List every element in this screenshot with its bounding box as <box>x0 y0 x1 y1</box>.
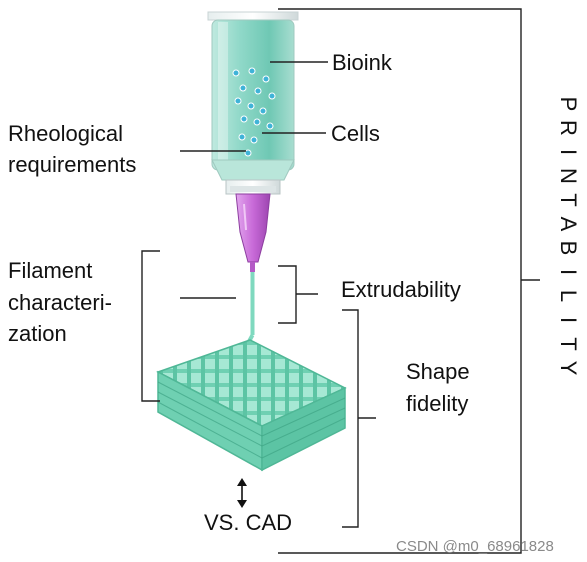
syringe-icon <box>207 11 299 195</box>
cell-dot <box>250 136 258 144</box>
rheological-label-line1: Rheological <box>8 121 123 146</box>
cells-label: Cells <box>331 121 380 146</box>
extrudability-bracket <box>278 265 318 324</box>
double-arrow-icon <box>237 478 247 508</box>
cell-dot <box>254 87 262 95</box>
printability-letter: I <box>556 149 581 155</box>
cells-cluster <box>232 67 276 157</box>
bioink-label: Bioink <box>332 50 393 75</box>
cell-dot <box>238 133 246 141</box>
printability-letter: B <box>556 241 581 256</box>
printability-letter: R <box>556 120 581 136</box>
printability-letter: I <box>556 317 581 323</box>
cell-dot <box>239 84 247 92</box>
printability-letter: Y <box>556 361 581 376</box>
cell-dot <box>234 97 242 105</box>
scaffold-grid-icon <box>156 339 347 472</box>
cell-dot <box>266 122 274 130</box>
filament-bracket <box>141 250 160 402</box>
cell-dot <box>247 102 255 110</box>
printability-letter: A <box>556 217 581 232</box>
shape-fidelity-bracket <box>342 309 376 528</box>
printability-letter: T <box>556 193 581 206</box>
cell-dot <box>253 118 261 126</box>
cell-dot <box>262 75 270 83</box>
printability-letter: P <box>556 97 581 112</box>
watermark: CSDN @m0_68961828 <box>396 538 554 555</box>
shape-fidelity-label-line1: Shape <box>406 359 470 384</box>
cell-dot <box>259 107 267 115</box>
cell-dot <box>248 67 256 75</box>
shape-fidelity-label-line2: fidelity <box>406 391 468 416</box>
filament-label-line2: characteri- <box>8 290 112 315</box>
cell-dot <box>232 69 240 77</box>
rheological-label-line2: requirements <box>8 152 136 177</box>
vs-cad-label: VS. CAD <box>204 510 292 535</box>
printability-letter: N <box>556 168 581 184</box>
cell-dot <box>244 149 252 157</box>
printability-letter: I <box>556 269 581 275</box>
filament-label-line1: Filament <box>8 258 92 283</box>
cell-dot <box>268 92 276 100</box>
printability-letter: T <box>556 337 581 350</box>
needle-icon <box>235 193 271 348</box>
cell-dot <box>240 115 248 123</box>
printability-letter: L <box>556 290 581 302</box>
filament-label-line3: zation <box>8 321 67 346</box>
printability-bracket <box>278 8 540 554</box>
extrudability-label: Extrudability <box>341 277 461 302</box>
